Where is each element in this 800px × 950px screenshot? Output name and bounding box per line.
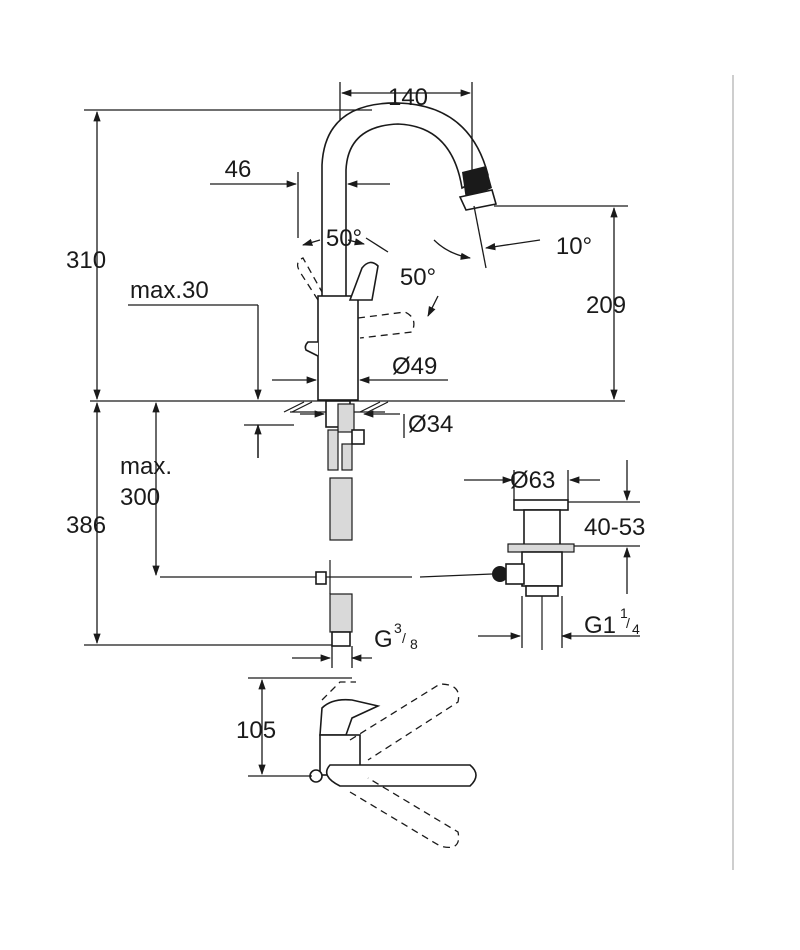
label-spout-height: 209 <box>586 292 626 319</box>
label-max-under: max. <box>120 453 172 480</box>
label-spout-angle: 10° <box>556 233 592 260</box>
label-waste-diameter: Ø63 <box>510 467 555 494</box>
label-under-height: 386 <box>66 512 106 539</box>
waste-lever-knob <box>492 566 508 582</box>
label-body-diameter: Ø49 <box>392 353 437 380</box>
waste-assembly <box>492 499 575 650</box>
faucet-top-view <box>309 681 477 849</box>
label-lever-angle-right: 50° <box>400 264 436 291</box>
label-max-under-value: 300 <box>120 484 160 511</box>
label-top-view-depth: 105 <box>236 717 276 744</box>
hose-lower <box>329 593 353 633</box>
dimension-lines <box>84 82 640 777</box>
label-max-deck: max.30 <box>130 277 209 304</box>
label-inlet-thread-slash: / <box>402 630 406 646</box>
label-inlet-thread-main: G <box>374 626 393 653</box>
label-waste-thread-slash: / <box>626 615 630 631</box>
label-waste-range: 40-53 <box>584 514 645 541</box>
rod-clamp <box>315 571 327 585</box>
label-lever-angle-left: 50° <box>326 225 362 252</box>
label-inlet-thread-num: 3 <box>394 620 402 636</box>
lever-handle <box>348 261 379 301</box>
waste-lever-arm <box>505 563 525 585</box>
rod-waste-link <box>419 573 493 578</box>
hose-upper-right <box>341 443 353 471</box>
lever-ghost-right <box>357 311 415 339</box>
spout-tip <box>462 166 492 200</box>
label-lever-offset: 46 <box>225 156 252 183</box>
fixing-nut <box>351 429 365 445</box>
hose-middle <box>329 477 353 541</box>
label-spout-reach: 140 <box>388 84 428 111</box>
top-spout-ghost-up <box>349 683 460 761</box>
top-spout <box>325 764 477 787</box>
label-overall-height: 310 <box>66 247 106 274</box>
waste-body <box>523 509 561 547</box>
label-waste-thread: G1 1 / 4 <box>584 605 640 639</box>
waste-tail <box>521 551 563 587</box>
aerator <box>458 189 498 211</box>
label-waste-thread-main: G1 <box>584 612 616 639</box>
label-inlet-thread: G 3 / 8 <box>374 620 418 653</box>
waste-thread-section <box>525 585 559 597</box>
waste-flange <box>513 499 569 511</box>
label-waste-thread-num: 1 <box>620 605 628 621</box>
label-inlet-thread-den: 8 <box>410 636 418 652</box>
faucet-side-view <box>90 102 625 647</box>
waste-nut <box>507 543 575 553</box>
hose-upper-left <box>327 429 339 471</box>
top-spout-ghost-down <box>349 777 460 849</box>
faucet-body <box>317 295 359 401</box>
inlet-connector <box>331 631 351 647</box>
top-lever <box>319 698 381 736</box>
popup-knob <box>304 341 319 357</box>
lever-ghost-left <box>296 257 323 301</box>
label-hole-diameter: Ø34 <box>408 411 453 438</box>
threaded-rod <box>337 403 355 433</box>
top-lever-ghost <box>321 681 356 701</box>
label-waste-thread-den: 4 <box>632 621 640 637</box>
